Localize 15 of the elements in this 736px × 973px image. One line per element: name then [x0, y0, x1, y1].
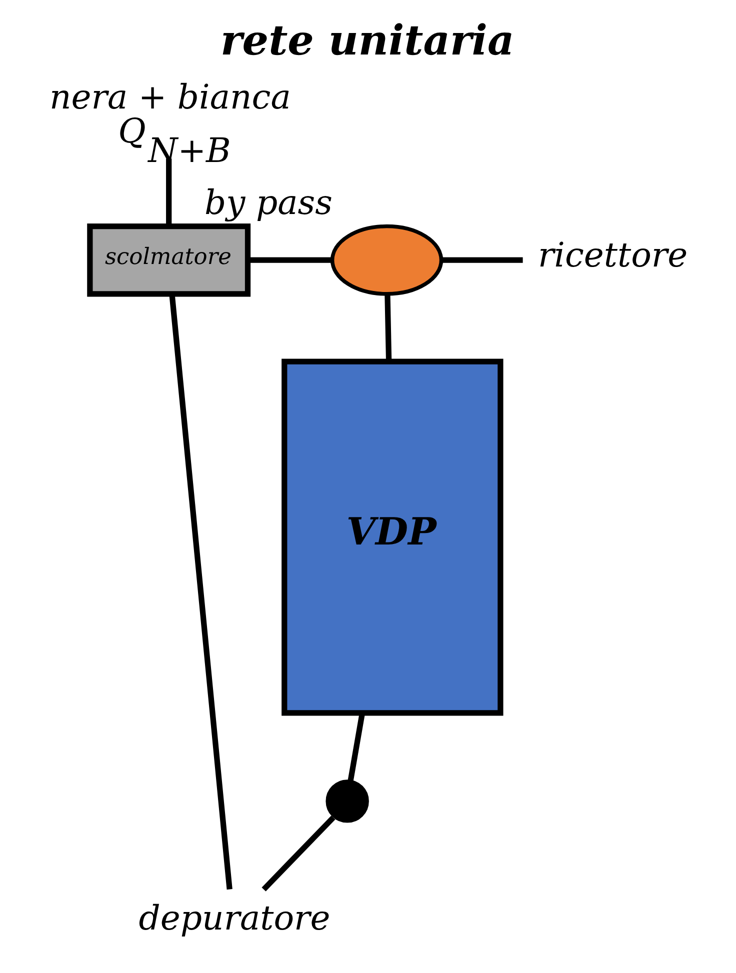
connector	[348, 712, 365, 781]
node-circle	[326, 780, 369, 823]
node-text: ricettore	[538, 235, 688, 274]
connector	[262, 816, 336, 892]
connector	[248, 257, 332, 263]
node-ellipse	[330, 224, 444, 296]
connector	[169, 294, 232, 890]
diagram-title: rete unitaria	[220, 16, 514, 65]
node-box: scolmatore	[87, 223, 251, 297]
node-box: VDP	[282, 358, 504, 716]
node-text: depuratore	[138, 898, 330, 938]
node-label: by pass	[204, 182, 332, 222]
connector	[384, 294, 392, 362]
connector	[166, 158, 172, 226]
connector	[441, 257, 523, 263]
